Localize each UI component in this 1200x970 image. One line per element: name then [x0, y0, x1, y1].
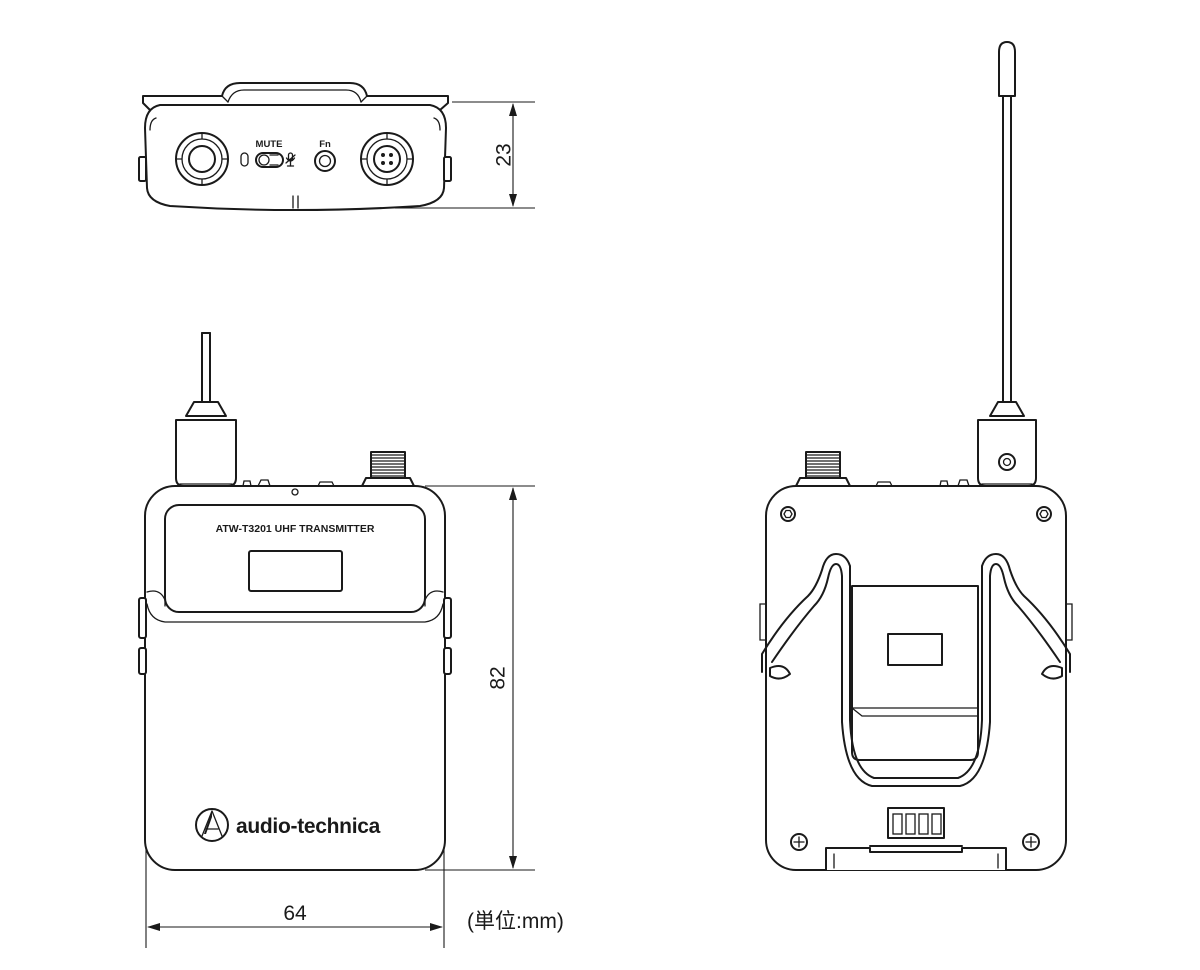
screw-icon [1036, 506, 1052, 522]
front-side-button-right-2 [443, 647, 452, 675]
mute-switch [255, 152, 284, 168]
mute-label: MUTE [256, 139, 283, 150]
width-dimension: 64 [145, 848, 445, 948]
audio-technica-logo-icon [195, 808, 229, 842]
depth-dimension: 23 [395, 101, 535, 209]
top-view-side-tab-right [443, 156, 452, 182]
width-value: 64 [283, 902, 307, 925]
top-view-clip-inner [227, 89, 362, 103]
top-view-side-tab-left [138, 156, 147, 182]
back-knob [795, 451, 851, 487]
screw-icon [790, 833, 808, 851]
height-value: 82 [487, 666, 510, 689]
front-view: ATW-T3201 UHF TRANSMITTER audio-technica [138, 332, 452, 871]
back-view [759, 41, 1073, 871]
front-label-panel [164, 504, 426, 613]
screw-icon [780, 506, 796, 522]
front-body [144, 485, 446, 871]
front-knob [361, 451, 415, 487]
top-view: MUTE Fn [138, 82, 452, 211]
antenna-connector-top [175, 132, 229, 186]
fn-button [314, 150, 336, 172]
top-view-body [144, 104, 447, 211]
unit-note: (単位:mm) [467, 910, 564, 933]
mic-muted-icon [285, 152, 296, 167]
model-label: ATW-T3201 UHF TRANSMITTER [216, 523, 375, 535]
depth-value: 23 [493, 143, 516, 166]
fn-label: Fn [319, 139, 331, 150]
front-side-button-right [443, 597, 452, 639]
height-dimension: 82 [425, 485, 535, 871]
front-display [248, 550, 343, 592]
front-antenna [175, 332, 237, 487]
belt-clip [761, 553, 1071, 787]
back-antenna [977, 41, 1037, 487]
top-view-clip [142, 82, 449, 111]
screw-icon [1022, 833, 1040, 851]
top-view-led [240, 152, 249, 167]
battery-latch [825, 807, 1007, 870]
front-side-button-left [138, 597, 147, 639]
input-jack-top [360, 132, 414, 186]
brand-name: audio-technica [236, 815, 381, 838]
front-side-button-left-2 [138, 647, 147, 675]
